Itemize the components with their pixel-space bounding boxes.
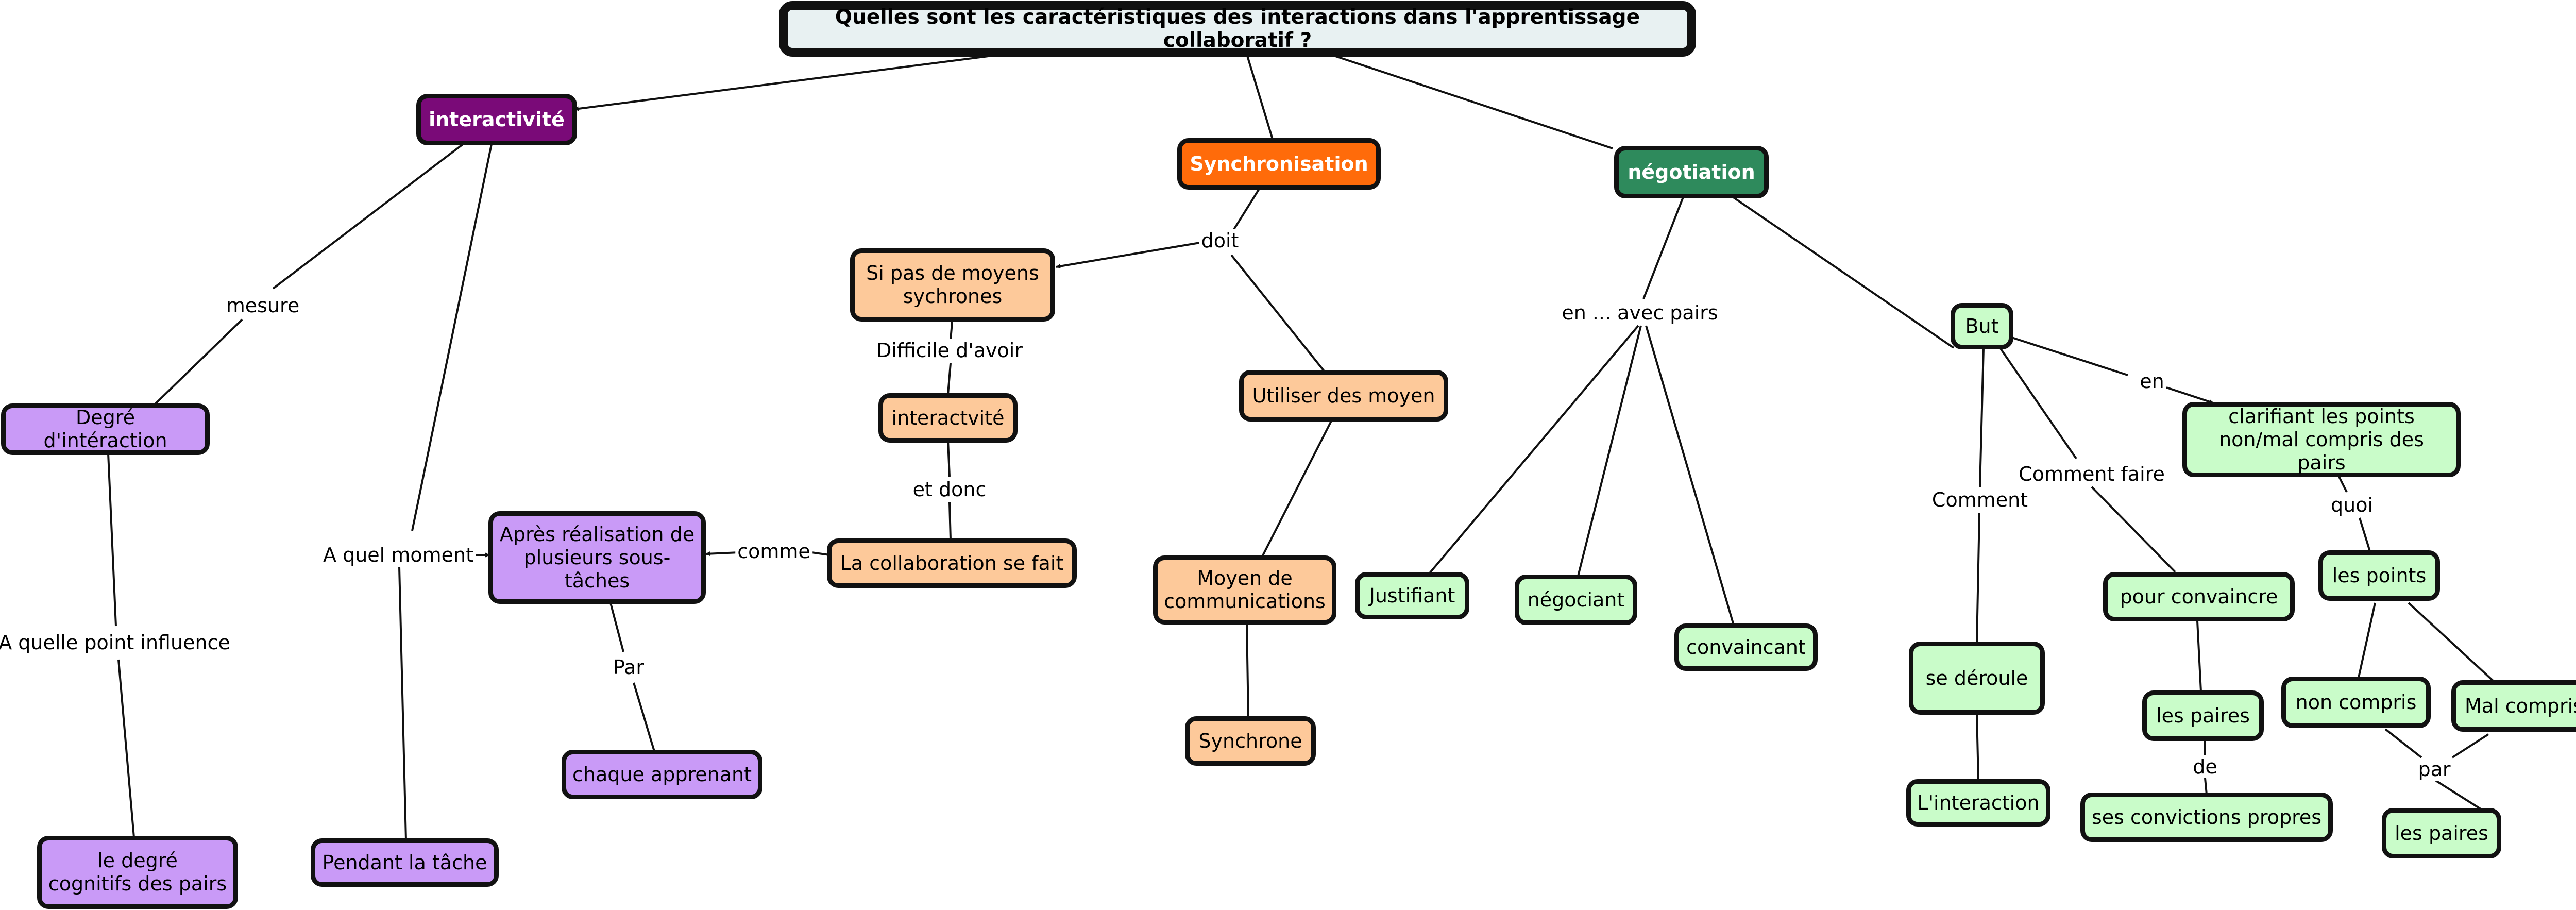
node-les-paires-2[interactable]: les paires	[2382, 808, 2501, 858]
edge-title-negotiation	[1329, 53, 1613, 149]
node-degre-cognitifs[interactable]: le degré cognitifs des pairs	[37, 836, 238, 909]
node-apres-realisation[interactable]: Après réalisation de plusieurs sous- tâc…	[488, 511, 706, 604]
link-label-difficile-d-avoir: Difficile d'avoir	[874, 339, 1025, 362]
link-label-mesure: mesure	[224, 294, 302, 317]
edge-title-interactivite	[574, 53, 1005, 111]
node-les-points[interactable]: les points	[2318, 550, 2440, 601]
node-moyen-de-communications[interactable]: Moyen de communications	[1153, 555, 1336, 625]
edge-points-malcompris	[2408, 602, 2495, 682]
link-label-en: en	[2138, 370, 2166, 393]
edge-clarifiant-quoi	[2338, 476, 2348, 493]
edge-avec-justifiant	[1429, 325, 1639, 574]
edge-par-chaque	[633, 682, 655, 752]
edge-mesure-degre	[154, 318, 243, 406]
node-pendant-la-tache[interactable]: Pendant la tâche	[311, 838, 499, 887]
node-clarifiant[interactable]: clarifiant les points non/mal compris de…	[2182, 402, 2461, 477]
edge-but-commentfaire	[1999, 347, 2077, 460]
edge-de-convictions	[2204, 778, 2208, 795]
node-synchrone[interactable]: Synchrone	[1185, 716, 1316, 766]
link-label-par-2: par	[2416, 758, 2453, 781]
edge-convaincre-paires	[2196, 620, 2202, 692]
edge-neg-avec	[1642, 195, 1685, 299]
edge-degre-influence	[107, 453, 117, 627]
link-label-en-avec-pairs: en ... avec pairs	[1560, 301, 1720, 324]
node-interactvite[interactable]: interactvité	[878, 393, 1018, 443]
link-label-comme: comme	[735, 540, 812, 563]
edge-sync-doit	[1233, 187, 1261, 230]
node-but[interactable]: But	[1951, 303, 2013, 349]
node-negotiation[interactable]: négotiation	[1614, 146, 1769, 198]
node-convaincant[interactable]: convaincant	[1674, 623, 1818, 671]
edge-noncompris-par	[2384, 728, 2422, 759]
node-pour-convaincre[interactable]: pour convaincre	[2103, 572, 2295, 621]
edge-en-clarifiant	[2166, 386, 2214, 404]
edge-par-paires2	[2435, 780, 2482, 810]
node-si-pas-de-moyens[interactable]: Si pas de moyens sychrones	[850, 248, 1055, 322]
link-label-de: de	[2191, 755, 2219, 778]
edge-influence-cognitifs	[117, 659, 135, 838]
edge-collab-comme	[811, 551, 830, 556]
edge-doit-utiliser	[1230, 254, 1325, 372]
node-mal-compris[interactable]: Mal compris	[2451, 680, 2576, 732]
edge-avec-convaincant	[1645, 325, 1735, 626]
node-les-paires[interactable]: les paires	[2142, 690, 2264, 741]
edge-title-synchronisation	[1246, 54, 1274, 140]
link-label-et-donc: et donc	[910, 478, 989, 501]
node-convictions[interactable]: ses convictions propres	[2080, 793, 2333, 842]
edge-sipas-difficile	[950, 322, 953, 341]
link-label-doit: doit	[1199, 229, 1241, 252]
edge-comment-deroule	[1976, 512, 1980, 644]
edge-malcompris-par	[2451, 733, 2489, 759]
edge-commentfaire-convaincre	[2091, 486, 2176, 573]
node-degre-interaction[interactable]: Degré d'intéraction	[1, 403, 210, 455]
edge-deroule-interaction	[1976, 713, 1979, 781]
node-utiliser-des-moyen[interactable]: Utiliser des moyen	[1239, 370, 1448, 422]
edge-but-comment	[1979, 347, 1985, 487]
link-label-par: Par	[611, 656, 647, 679]
edge-doit-sipas	[1056, 241, 1204, 269]
link-label-a-quelle-point-influence: A quelle point influence	[0, 631, 232, 654]
edge-difficile-interactivite	[947, 363, 952, 395]
node-synchronisation[interactable]: Synchronisation	[1177, 138, 1381, 190]
edge-but-en	[2011, 336, 2128, 376]
node-collaboration[interactable]: La collaboration se fait	[827, 538, 1077, 588]
main-question-node[interactable]: Quelles sont les caractéristiques des in…	[779, 1, 1696, 57]
link-label-a-quel-moment: A quel moment	[321, 544, 476, 566]
edge-quoi-points	[2359, 517, 2371, 552]
node-negociant[interactable]: négociant	[1515, 575, 1637, 625]
edge-etdonc-collab	[948, 502, 952, 541]
edge-apres-par	[609, 602, 624, 652]
node-interactivite[interactable]: interactivité	[416, 94, 577, 145]
node-chaque-apprenant[interactable]: chaque apprenant	[562, 750, 762, 799]
node-l-interaction[interactable]: L'interaction	[1906, 779, 2050, 827]
node-non-compris[interactable]: non compris	[2281, 677, 2431, 728]
edge-neg-but	[1730, 195, 1955, 349]
edge-interactivite-etdonc	[947, 440, 951, 477]
edge-moment-pendant	[398, 566, 407, 840]
edge-avec-negociant	[1577, 325, 1642, 577]
link-label-comment-faire: Comment faire	[2016, 463, 2167, 485]
link-label-quoi: quoi	[2328, 494, 2376, 516]
edge-moyen-synchrone	[1246, 623, 1249, 719]
node-se-deroule[interactable]: se déroule	[1909, 642, 2045, 715]
edge-utiliser-moyen	[1261, 419, 1333, 557]
edge-points-noncompris	[2358, 602, 2376, 678]
link-label-comment: Comment	[1929, 488, 2030, 511]
edge-interactivite-moment	[411, 141, 493, 531]
node-justifiant[interactable]: Justifiant	[1355, 572, 1469, 619]
edge-interactivite-mesure	[272, 141, 467, 290]
edge-comme-apres	[705, 551, 740, 557]
